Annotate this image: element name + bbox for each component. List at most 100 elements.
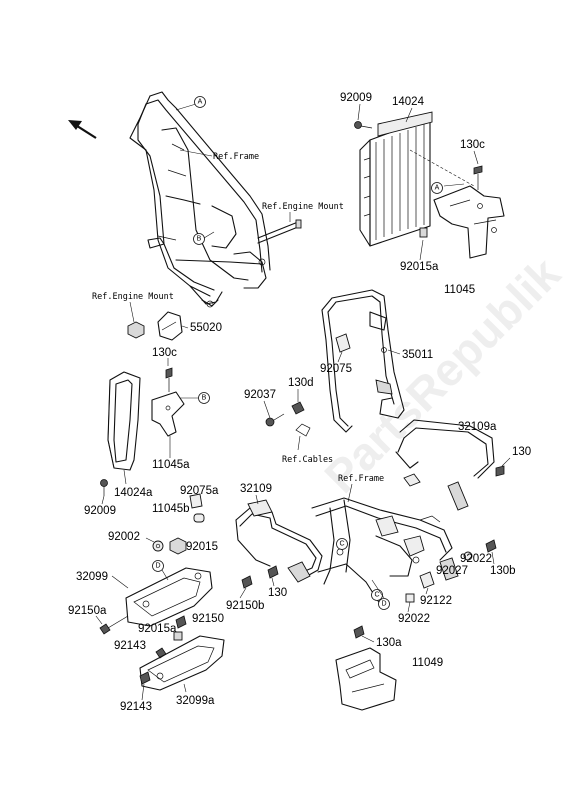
ref-engine-mount-top: Ref.Engine Mount [262, 202, 344, 212]
callout-C-subframe: C [336, 538, 348, 550]
spacer-92075 [335, 333, 351, 353]
bolt-92009-bottom [100, 479, 108, 496]
label-32099: 32099 [76, 571, 108, 583]
label-92015a-bottom: 92015a [138, 623, 177, 635]
bolt-92143-b [139, 671, 151, 685]
svg-text:C: C [339, 541, 344, 548]
svg-text:D: D [381, 601, 386, 608]
label-130c-top: 130c [460, 139, 485, 151]
watermark: PartsRepublik [314, 247, 570, 503]
callout-A-radiator: A [409, 149, 475, 194]
front-arrow-icon [68, 120, 97, 139]
nut-engine-mount [127, 321, 145, 339]
engine-mount-bolt [257, 219, 302, 244]
guard-32099a [139, 635, 225, 691]
label-11045b: 11045b [152, 503, 190, 515]
callout-D-frame: D [371, 579, 390, 610]
label-92009-top: 92009 [340, 92, 372, 104]
ref-frame-bottom: Ref.Frame [338, 474, 384, 484]
label-92075a: 92075a [180, 485, 219, 497]
label-92002: 92002 [108, 531, 140, 543]
bushing-92027 [439, 557, 459, 581]
washer-92002 [152, 540, 164, 552]
label-92143-a: 92143 [114, 640, 146, 652]
side-guard-14024a [107, 371, 141, 471]
bracket-11045 [433, 185, 505, 259]
bracket-11049 [335, 647, 397, 711]
label-130b: 130b [490, 565, 516, 577]
callout-A-frame: A [175, 96, 206, 111]
guard-32099 [125, 567, 213, 627]
cable-clamp [295, 423, 311, 437]
svg-text:D: D [155, 563, 160, 570]
bolt-92150 [175, 615, 187, 629]
label-130c-mid: 130c [152, 347, 177, 359]
nut-92015 [169, 537, 187, 555]
label-32109: 32109 [240, 483, 272, 495]
svg-text:A: A [198, 99, 203, 106]
bolt-92009-top [354, 121, 373, 129]
ref-cables: Ref.Cables [282, 455, 333, 465]
ref-engine-mount-left: Ref.Engine Mount [92, 292, 174, 302]
svg-text:B: B [202, 395, 207, 402]
callout-B-frame: B [193, 231, 215, 245]
guard-32109 [235, 499, 323, 583]
label-55020: 55020 [190, 322, 222, 334]
svg-text:C: C [374, 592, 379, 599]
label-92009-bottom: 92009 [84, 505, 116, 517]
label-130-right: 130 [512, 446, 531, 458]
svg-text:B: B [197, 236, 202, 243]
label-92122: 92122 [420, 595, 452, 607]
callout-B-bracket: B [180, 392, 210, 404]
label-92037: 92037 [244, 389, 276, 401]
bolt-130b [485, 539, 497, 553]
callout-D-guard: D [152, 560, 169, 581]
label-11049: 11049 [412, 657, 443, 669]
radiator-guard-14024 [359, 111, 433, 247]
bolt-130-mid [267, 565, 279, 579]
label-92015: 92015 [186, 541, 218, 553]
subframe-drawing [311, 497, 453, 605]
label-32099a: 32099a [176, 695, 215, 707]
label-92075: 92075 [320, 363, 352, 375]
label-130d: 130d [288, 377, 314, 389]
bolt-92150b [241, 575, 253, 589]
label-11045a: 11045a [152, 459, 190, 471]
guard-35011 [321, 289, 405, 433]
label-92150: 92150 [192, 613, 224, 625]
bracket-11045a [151, 391, 185, 437]
svg-text:A: A [435, 185, 440, 192]
bolt-130c-mid [165, 367, 173, 392]
label-14024a: 14024a [114, 487, 153, 499]
callout-C-frame: C [371, 589, 383, 601]
nut-92015a-bottom [173, 631, 183, 641]
bolt-130-right [495, 465, 505, 477]
collar-92075a [189, 493, 203, 509]
label-92150a: 92150a [68, 605, 107, 617]
label-92022-a: 92022 [460, 553, 492, 565]
label-92022-b: 92022 [398, 613, 430, 625]
collar-11045b [193, 513, 205, 523]
collar-92022-b [405, 593, 415, 603]
bolt-92150a [99, 615, 129, 635]
bolt-130c-top [473, 165, 483, 190]
label-92143-b: 92143 [120, 701, 152, 713]
collar-55020 [157, 311, 183, 341]
label-92027: 92027 [436, 565, 468, 577]
ref-frame-top: Ref.Frame [213, 152, 259, 162]
label-11045: 11045 [444, 284, 475, 296]
label-14024: 14024 [392, 96, 425, 108]
bolt-92037 [265, 413, 285, 427]
bolt-130d [291, 401, 305, 415]
frame-drawing [129, 91, 271, 308]
label-92150b: 92150b [226, 600, 264, 612]
nut-92015a-top [419, 227, 428, 238]
label-130a: 130a [376, 637, 402, 649]
label-32109a: 32109a [458, 421, 497, 433]
bolt-130a [353, 625, 365, 639]
label-130-mid: 130 [268, 587, 287, 599]
label-92015a-top: 92015a [400, 261, 439, 273]
collar-92122 [419, 571, 435, 589]
